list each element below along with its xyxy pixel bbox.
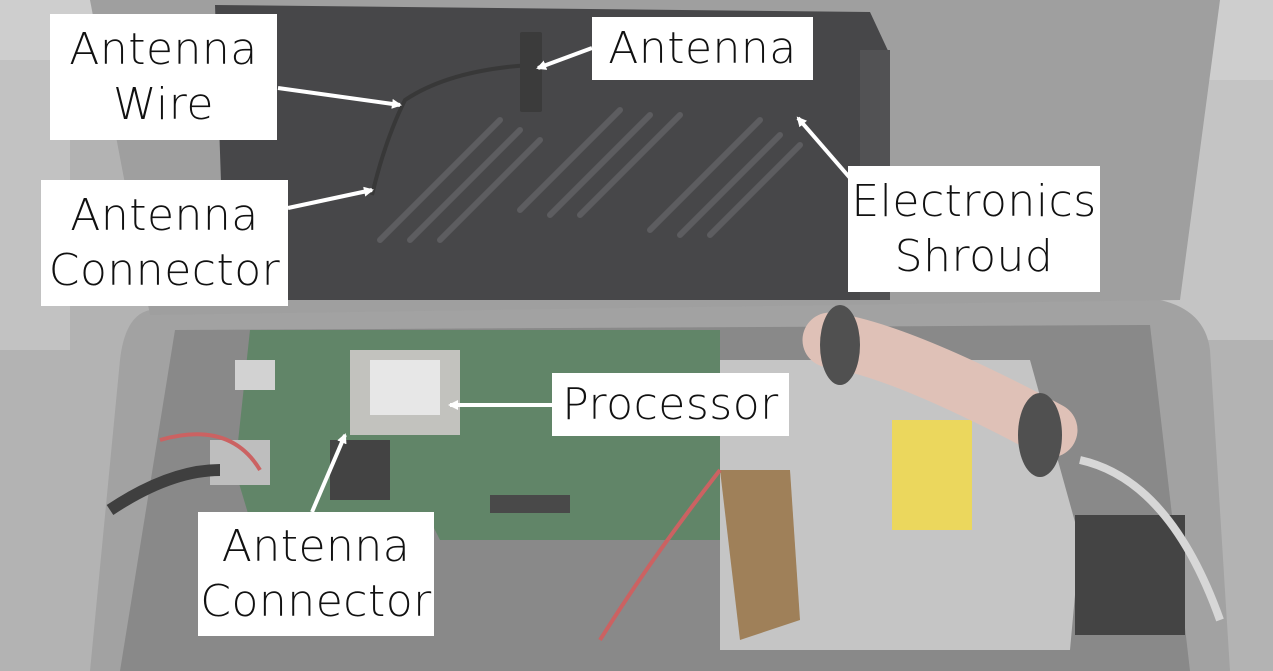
processor-label-line1: Processor (562, 379, 779, 430)
arrow-antenna-connector-top (287, 186, 374, 210)
antenna-connector-top-label-line2: Connector (48, 245, 281, 296)
processor-label: Processor (552, 373, 789, 436)
electronics-shroud-label-line2: Shroud (894, 231, 1054, 282)
antenna-connector-bottom-label-line1: Antenna (221, 521, 411, 572)
antenna-label: Antenna (592, 17, 813, 80)
warning-label (892, 420, 972, 530)
electronics-shroud-label: Electronics Shroud (848, 166, 1100, 292)
antenna (520, 32, 542, 112)
antenna-connector-bottom-label-line2: Connector (200, 576, 432, 627)
electronics-shroud-label-line1: Electronics (851, 176, 1097, 227)
arrow-electronics-shroud (796, 116, 852, 180)
antenna-wire-label-line2: Wire (113, 79, 214, 130)
antenna-connector-bottom-label: Antenna Connector (198, 512, 434, 636)
shroud-vents (377, 107, 803, 243)
antenna-connector-top-label-line1: Antenna (70, 190, 259, 241)
antenna-label-line1: Antenna (608, 23, 797, 74)
fan (1075, 515, 1185, 635)
antenna-wire (370, 63, 531, 196)
arrow-antenna (536, 46, 593, 70)
ribbon-cable (720, 470, 800, 640)
antenna-wire-label: Antenna Wire (50, 14, 277, 140)
antenna-connector-top-label: Antenna Connector (41, 180, 288, 306)
arrow-antenna-connector-bottom (310, 433, 347, 513)
antenna-wire-label-line1: Antenna (69, 24, 258, 75)
arrow-antenna-wire (277, 86, 402, 109)
